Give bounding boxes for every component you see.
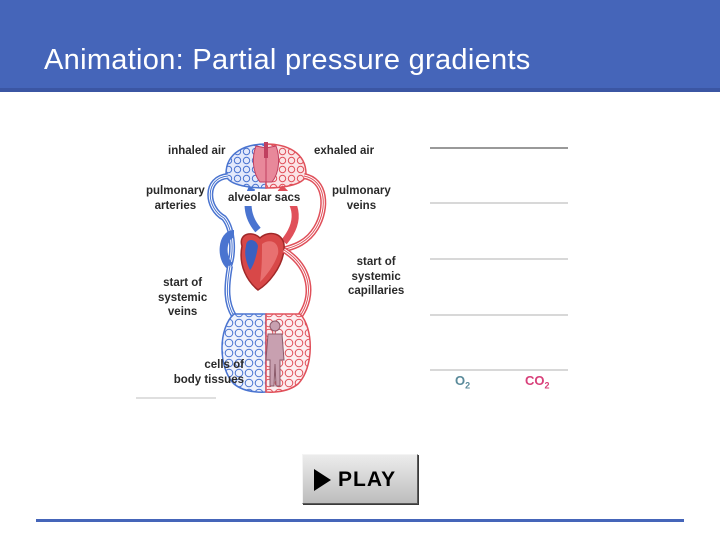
footer-divider bbox=[36, 519, 684, 522]
play-button[interactable]: PLAY bbox=[302, 454, 418, 504]
play-icon bbox=[314, 469, 331, 491]
legend-o2: O2 bbox=[455, 373, 471, 391]
label-cells-body-tissues: cells of body tissues bbox=[173, 359, 244, 386]
header-divider bbox=[0, 88, 720, 92]
circulation-diagram: inhaled air exhaled air pulmonary arteri… bbox=[134, 138, 586, 400]
label-pulmonary-veins: pulmonary veins bbox=[332, 185, 391, 212]
label-start-systemic-capillaries: start of systemic capillaries bbox=[348, 256, 405, 297]
label-pulmonary-arteries: pulmonary arteries bbox=[146, 185, 205, 212]
slide-header: Animation: Partial pressure gradients bbox=[0, 0, 720, 92]
label-alveolar-sacs: alveolar sacs bbox=[226, 191, 303, 206]
play-button-label: PLAY bbox=[338, 468, 397, 491]
body-capillary-bed bbox=[221, 313, 311, 393]
legend-co2: CO2 bbox=[525, 373, 550, 391]
heart-illustration bbox=[240, 232, 285, 291]
label-exhaled-air: exhaled air bbox=[314, 145, 375, 157]
label-inhaled-air: inhaled air bbox=[168, 145, 226, 157]
label-start-systemic-veins: start of systemic veins bbox=[158, 277, 208, 318]
slide-title: Animation: Partial pressure gradients bbox=[44, 44, 531, 76]
lung-capillary-bed bbox=[225, 142, 307, 189]
circulation-artwork bbox=[136, 142, 568, 399]
answer-lines bbox=[430, 147, 568, 371]
